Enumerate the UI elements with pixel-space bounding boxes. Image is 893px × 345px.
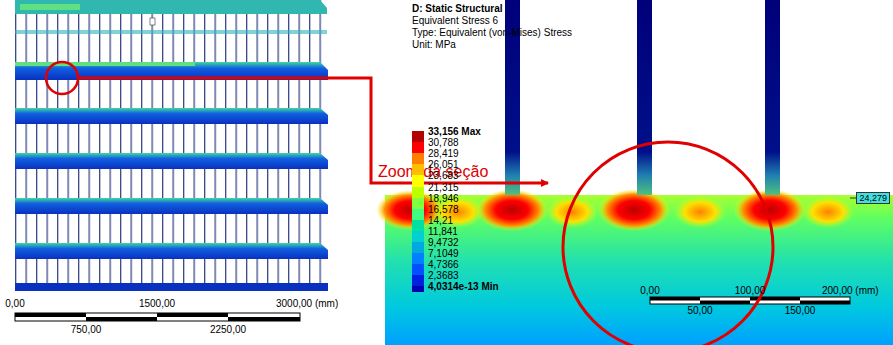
legend-swatch (412, 175, 424, 187)
legend-value: 33,156 Max (428, 126, 481, 138)
legend-value: 26,051 (428, 159, 459, 171)
scale-label: 1500,00 (139, 298, 175, 310)
legend-swatch (412, 153, 424, 165)
legend-swatch (412, 286, 424, 292)
scale-label: 50,00 (687, 305, 712, 317)
legend-value: 7,1049 (428, 248, 459, 260)
zoom-view (376, 0, 893, 345)
result-name: Equivalent Stress 6 (412, 15, 498, 27)
legend-value: 23,683 (428, 170, 459, 182)
legend-swatch (412, 253, 424, 265)
scale-bar (15, 313, 300, 321)
legend-swatch (412, 198, 424, 210)
legend-value: 11,841 (428, 226, 458, 238)
legend-swatch (412, 264, 424, 276)
legend-swatch (412, 242, 424, 254)
zoom-scale-bar (650, 297, 850, 304)
legend-swatch (412, 209, 424, 221)
legend-value: 4,0314e-13 Min (428, 281, 499, 293)
scale-label: 750,00 (71, 324, 102, 336)
scale-label: 150,00 (785, 305, 816, 317)
scale-label: 100,00 (735, 285, 766, 297)
legend-swatch (412, 220, 424, 232)
scale-label: 0,00 (5, 298, 24, 310)
legend-value: 16,578 (428, 204, 459, 216)
zoom-callout (46, 62, 773, 345)
legend-value: 14,21 (428, 215, 453, 227)
legend-swatch (412, 131, 424, 143)
result-unit: Unit: MPa (412, 39, 456, 51)
legend-value: 28,419 (428, 148, 459, 160)
scale-label: 200,00 (mm) (822, 285, 879, 297)
probe-value: 24,279 (856, 192, 890, 204)
legend-swatch (412, 187, 424, 199)
legend-value: 18,946 (428, 193, 459, 205)
scale-label: 3000,00 (mm) (276, 298, 338, 310)
scale-label: 2250,00 (210, 324, 246, 336)
legend-swatch (412, 142, 424, 154)
legend-value: 30,788 (428, 137, 459, 149)
structure-overview (15, 0, 328, 291)
legend-swatch (412, 231, 424, 243)
result-title: D: Static Structural (412, 3, 503, 15)
legend-swatch (412, 164, 424, 176)
legend-value: 4,7366 (428, 259, 459, 271)
legend-value: 21,315 (428, 182, 459, 194)
result-type: Type: Equivalent (von-Mises) Stress (412, 27, 572, 39)
legend-value: 2,3683 (428, 270, 459, 282)
scale-label: 0,00 (640, 285, 659, 297)
legend-swatch (412, 275, 424, 287)
legend-value: 9,4732 (428, 237, 459, 249)
